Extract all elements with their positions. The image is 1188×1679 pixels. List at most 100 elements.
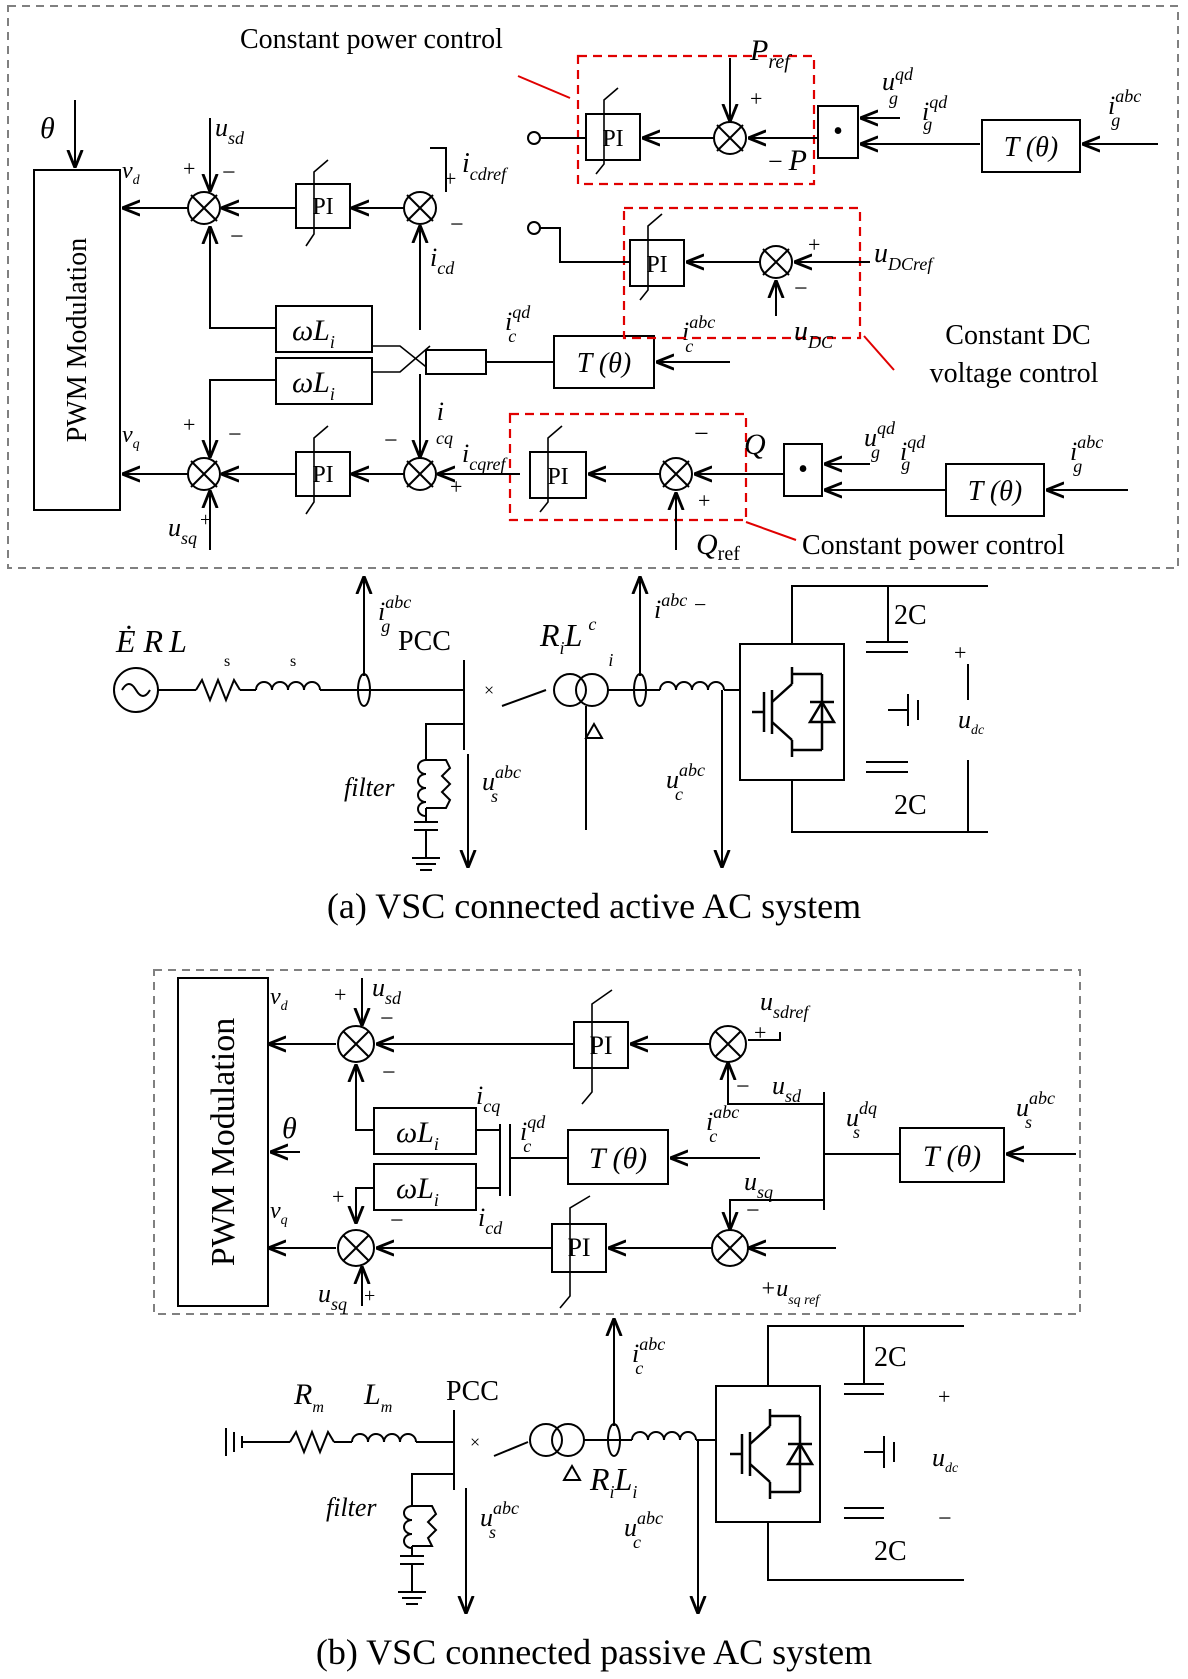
a-multiplier-q-dot: •: [798, 454, 808, 485]
b-cap-top-label: 2C: [874, 1342, 907, 1373]
a-icdref-line: [430, 147, 447, 192]
a-udcref-label: uDCref: [874, 238, 935, 274]
b-usq-feedback: [730, 1199, 824, 1228]
a-cross-1: [372, 345, 431, 371]
a-vq-label: vq: [122, 422, 140, 452]
a-plus-7: +: [808, 232, 820, 257]
a-plus-4: +: [200, 509, 211, 531]
b-plus-4: +: [364, 1285, 375, 1307]
a-omega-l-1: [275, 305, 373, 353]
a-inductor-ls: [255, 681, 321, 691]
b-delta-symbol: [562, 1463, 582, 1481]
b-minus-3: −: [736, 1074, 750, 1100]
a-constant-power-top-pointer: [517, 75, 571, 99]
a-qref-label: Qref: [696, 528, 740, 565]
a-t-theta-top-label: T (θ): [1004, 132, 1058, 163]
b-breaker-switch: [493, 1441, 529, 1457]
b-dc-bottom-rail: [767, 1522, 964, 1581]
b-transformer-2: [551, 1423, 585, 1457]
b-inductor-li: [631, 1431, 697, 1441]
b-filter-lead: [411, 1473, 454, 1506]
a-constant-power-top-label: Constant power control: [240, 24, 503, 55]
a-icqref-label: icqref: [462, 439, 509, 474]
a-pwm-label: PWM Modulation: [62, 238, 93, 443]
panel-a-control-frame: [7, 5, 1179, 569]
a-minus-4: −: [228, 422, 242, 448]
a-plus-8: +: [698, 488, 710, 513]
b-icd-label: icd: [478, 1203, 503, 1238]
b-breaker-x: ×: [470, 1432, 480, 1452]
a-pwm-modulation-block: [33, 169, 121, 511]
a-ic-abc-meas-label: iabc: [654, 590, 687, 624]
a-minus-3: −: [450, 212, 464, 238]
a-minus-6: −: [794, 276, 808, 302]
a-pi-q-label: PI: [312, 462, 333, 488]
a-filter-inductor: [417, 759, 427, 817]
b-usd-label: usd: [372, 973, 402, 1008]
b-plus-1: +: [334, 982, 346, 1007]
a-multiplier-p-dot: •: [833, 116, 843, 147]
a-pi-d-label: PI: [312, 194, 333, 220]
b-caption: (b) VSC connected passive AC system: [316, 1632, 872, 1672]
a-bus-rect: [425, 349, 487, 375]
b-usq-fb-label: usq: [744, 1167, 773, 1202]
a-usq-label: usq: [168, 513, 197, 548]
b-minus-4: −: [390, 1208, 404, 1234]
b-minus-1: −: [380, 1006, 394, 1032]
a-omega-l-2-out: [210, 379, 276, 456]
a-p-label: −P: [768, 144, 807, 177]
a-cap-top-label: 2C: [894, 600, 927, 631]
a-pi-d: [295, 183, 351, 229]
b-inductor-lm: [351, 1433, 417, 1443]
b-usqref-label: +usq ref: [760, 1276, 821, 1308]
a-t-theta-mid: [553, 335, 655, 389]
a-constant-power-bottom-box: [508, 412, 748, 522]
b-pi-q-label: PI: [567, 1233, 590, 1262]
a-udc-circuit-label: udc: [958, 705, 985, 738]
b-filter-inductor: [403, 1505, 413, 1549]
a-t-theta-bottom: [945, 463, 1045, 517]
b-transformer-1: [529, 1423, 563, 1457]
a-delta-symbol: [584, 721, 604, 739]
a-resistor-rs: [195, 677, 241, 703]
a-minus-2: −: [230, 224, 244, 250]
a-pi-dc-out: [540, 227, 630, 263]
b-minus-5: −: [746, 1198, 760, 1224]
a-constant-dc-label-2: voltage control: [930, 358, 1099, 389]
b-minus-dc: −: [938, 1506, 952, 1532]
a-pi-q-limiter: [305, 425, 329, 515]
b-pi-q: [551, 1223, 607, 1273]
b-omega-l-1-label: ωLi: [396, 1116, 439, 1154]
a-pi-p-limiter: [595, 87, 619, 175]
b-pi-d-limiter: [581, 989, 613, 1105]
a-constant-power-bottom-label: Constant power control: [802, 530, 1065, 561]
a-switch-terminal-top: [527, 131, 541, 145]
b-plus-2: +: [754, 1020, 766, 1045]
a-minus-5: −: [384, 428, 398, 454]
a-usd-label: usd: [215, 113, 245, 148]
b-lm-label: Lm: [363, 1378, 392, 1416]
a-filter-resistor: [426, 759, 452, 809]
b-pwm-modulation-block: [177, 977, 269, 1307]
b-plus-dc: +: [938, 1384, 950, 1409]
b-udc-circuit-label: udc: [932, 1443, 959, 1476]
a-vd-label: vd: [122, 158, 141, 188]
b-dc-top-rail: [767, 1325, 964, 1386]
b-resistor-rm: [289, 1429, 335, 1455]
b-vq-label: vq: [270, 1198, 288, 1228]
a-constant-power-bottom-pointer: [745, 521, 797, 541]
